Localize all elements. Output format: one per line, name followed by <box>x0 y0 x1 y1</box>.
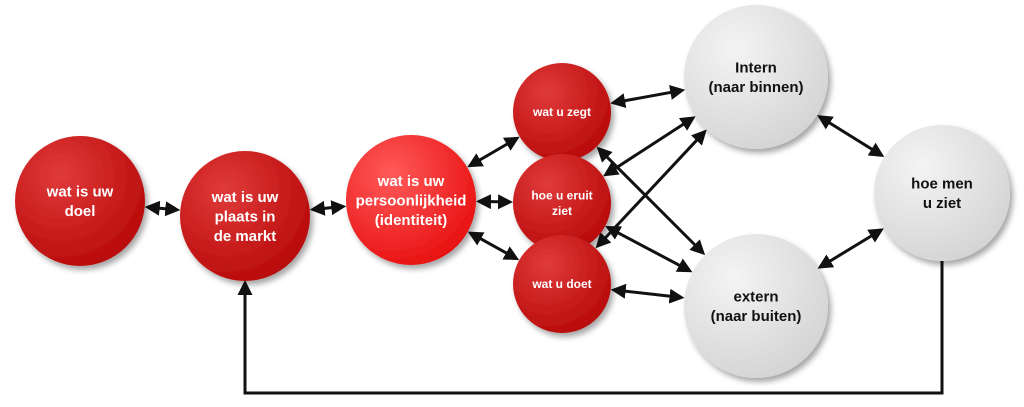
node-eruit-circle <box>513 154 611 252</box>
node-persoonlijkheid-circle <box>346 135 476 265</box>
node-eruit-label: hoe u eruit ziet <box>531 188 592 218</box>
edge-ziet-plaats <box>237 255 944 395</box>
node-extern-label: extern (naar buiten) <box>711 289 802 326</box>
node-ziet-label-line: hoe men <box>911 176 973 193</box>
edge-persoonlijkheid-eruit <box>476 194 513 210</box>
node-plaats: wat is uw plaats in de markt <box>180 151 310 281</box>
node-extern-label-line: extern <box>733 289 778 306</box>
node-extern-label-line: (naar buiten) <box>711 308 802 325</box>
node-eruit: hoe u eruit ziet <box>513 154 611 252</box>
node-plaats-label-line: de markt <box>214 228 277 245</box>
edge-doel-plaats <box>144 200 181 217</box>
node-intern: Intern (naar binnen) <box>684 5 828 149</box>
edge-zegt-intern <box>610 85 686 109</box>
node-intern-label: Intern (naar binnen) <box>708 60 803 97</box>
node-doel-label-line: doel <box>65 203 96 220</box>
node-zegt: wat u zegt <box>513 63 611 161</box>
node-extern-circle <box>684 234 828 378</box>
node-eruit-label-line: hoe u eruit <box>531 188 592 202</box>
node-plaats-label: wat is uw plaats in de markt <box>211 189 279 245</box>
node-plaats-label-line: plaats in <box>215 208 276 225</box>
node-persoonlijkheid-label-line: persoonlijkheid <box>356 192 467 209</box>
edges-layer <box>144 85 944 395</box>
node-eruit-label-line: ziet <box>552 204 572 218</box>
node-persoonlijkheid-label-line: (identiteit) <box>375 212 448 229</box>
edge-doet-intern <box>595 129 707 249</box>
edge-plaats-persoonlijkheid <box>309 200 347 216</box>
edge-extern-ziet <box>817 228 884 269</box>
node-intern-label-line: Intern <box>735 60 777 77</box>
node-doet: wat u doet <box>513 235 611 333</box>
node-plaats-label-line: wat is uw <box>211 189 279 206</box>
node-doet-label: wat u doet <box>531 277 591 291</box>
node-intern-circle <box>684 5 828 149</box>
node-persoonlijkheid-label-line: wat is uw <box>377 173 445 190</box>
node-doet-circle <box>513 235 611 333</box>
node-persoonlijkheid: wat is uw persoonlijkheid (identiteit) <box>346 135 476 265</box>
node-ziet: hoe men u ziet <box>874 125 1010 261</box>
node-persoonlijkheid-label: wat is uw persoonlijkheid (identiteit) <box>356 173 467 229</box>
node-plaats-circle <box>180 151 310 281</box>
edge-intern-ziet <box>817 115 885 157</box>
edge-eruit-intern <box>603 116 696 177</box>
node-doel-label: wat is uw doel <box>46 184 114 221</box>
node-doel-label-line: wat is uw <box>46 184 114 201</box>
node-doel-circle <box>15 136 145 266</box>
node-ziet-label-line: u ziet <box>923 195 961 212</box>
node-ziet-circle <box>874 125 1010 261</box>
node-zegt-circle <box>513 63 611 161</box>
edge-eruit-extern <box>605 225 693 273</box>
edge-doet-extern <box>610 283 685 304</box>
node-zegt-label: wat u zegt <box>532 105 591 119</box>
node-ziet-label: hoe men u ziet <box>911 176 973 213</box>
edge-zegt-extern <box>596 146 706 256</box>
node-zegt-label-line: wat u zegt <box>532 105 591 119</box>
node-doel: wat is uw doel <box>15 136 145 266</box>
edge-persoonlijkheid-zegt <box>467 136 520 168</box>
node-extern: extern (naar buiten) <box>684 234 828 378</box>
edge-persoonlijkheid-doet <box>467 231 520 261</box>
node-intern-label-line: (naar binnen) <box>708 79 803 96</box>
node-doet-label-line: wat u doet <box>531 277 591 291</box>
